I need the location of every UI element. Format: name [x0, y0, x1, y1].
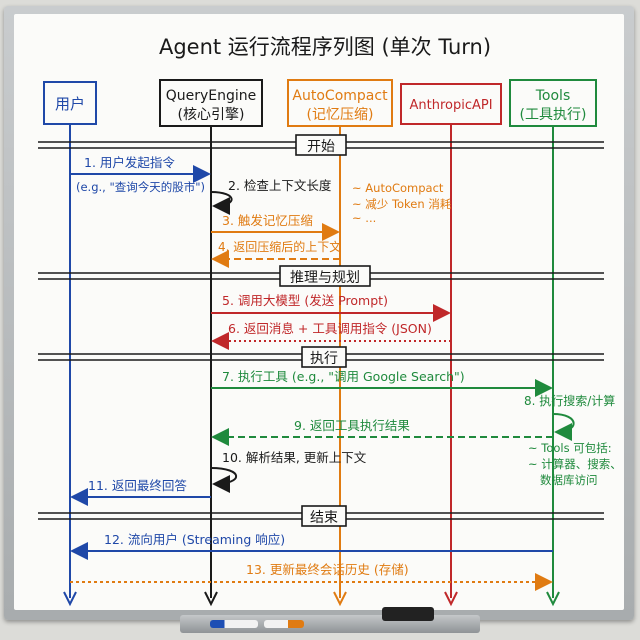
tools-note-line-3: 数据库访问 — [540, 473, 598, 487]
message-13-label: 13. 更新最终会话历史 (存储) — [246, 562, 409, 577]
message-7-label: 7. 执行工具 (e.g., "调用 Google Search") — [222, 369, 465, 384]
participant-tools-role: (工具执行) — [520, 107, 587, 123]
message-5-label: 5. 调用大模型 (发送 Prompt) — [222, 293, 388, 308]
participant-autocompact-role: (记忆压缩) — [307, 107, 374, 123]
section-start: 开始 — [38, 135, 604, 155]
autocompact-note-line-2: ~ 减少 Token 消耗 — [352, 197, 452, 211]
section-execute: 执行 — [38, 347, 604, 367]
message-2-label: 2. 检查上下文长度 — [228, 178, 332, 193]
message-8-label: 8. 执行搜索/计算 — [524, 393, 615, 408]
message-6-label: 6. 返回消息 + 工具调用指令 (JSON) — [228, 321, 432, 336]
autocompact-note-line-1: ~ AutoCompact — [352, 181, 444, 195]
section-start-label: 开始 — [307, 139, 335, 155]
message-3-label: 3. 触发记忆压缩 — [222, 213, 313, 228]
section-reasoning-label: 推理与规划 — [290, 270, 360, 286]
participant-autocompact-name: AutoCompact — [292, 88, 388, 104]
participant-user-label: 用户 — [55, 95, 85, 113]
tools-note-line-1: ~ Tools 可包括: — [528, 441, 612, 455]
tools-note-line-2: ~ 计算器、搜索、 — [528, 457, 622, 471]
participant-query-engine-role: (核心引擎) — [178, 107, 245, 123]
section-reasoning: 推理与规划 — [38, 266, 604, 286]
participant-tools-name: Tools — [535, 88, 571, 104]
diagram-title: Agent 运行流程序列图 (单次 Turn) — [159, 35, 491, 59]
message-1-note: (e.g., "查询今天的股市") — [76, 180, 205, 194]
message-1-label: 1. 用户发起指令 — [84, 155, 175, 170]
message-8-self-arrow — [553, 414, 574, 432]
message-10-label: 10. 解析结果, 更新上下文 — [222, 450, 367, 465]
participant-anthropic-api-label: AnthropicAPI — [409, 98, 492, 113]
section-end: 结束 — [38, 506, 604, 526]
section-end-label: 结束 — [310, 510, 338, 526]
message-9-label: 9. 返回工具执行结果 — [294, 418, 410, 433]
message-10-self-arrow — [211, 468, 236, 484]
participant-query-engine-name: QueryEngine — [166, 88, 257, 104]
section-execute-label: 执行 — [310, 351, 338, 367]
autocompact-note-line-3: ~ ... — [352, 211, 376, 225]
message-11-label: 11. 返回最终回答 — [88, 478, 187, 493]
message-4-label: 4. 返回压缩后的上下文 — [218, 239, 341, 254]
message-2-self-arrow — [211, 192, 232, 206]
message-12-label: 12. 流向用户 (Streaming 响应) — [104, 532, 285, 547]
